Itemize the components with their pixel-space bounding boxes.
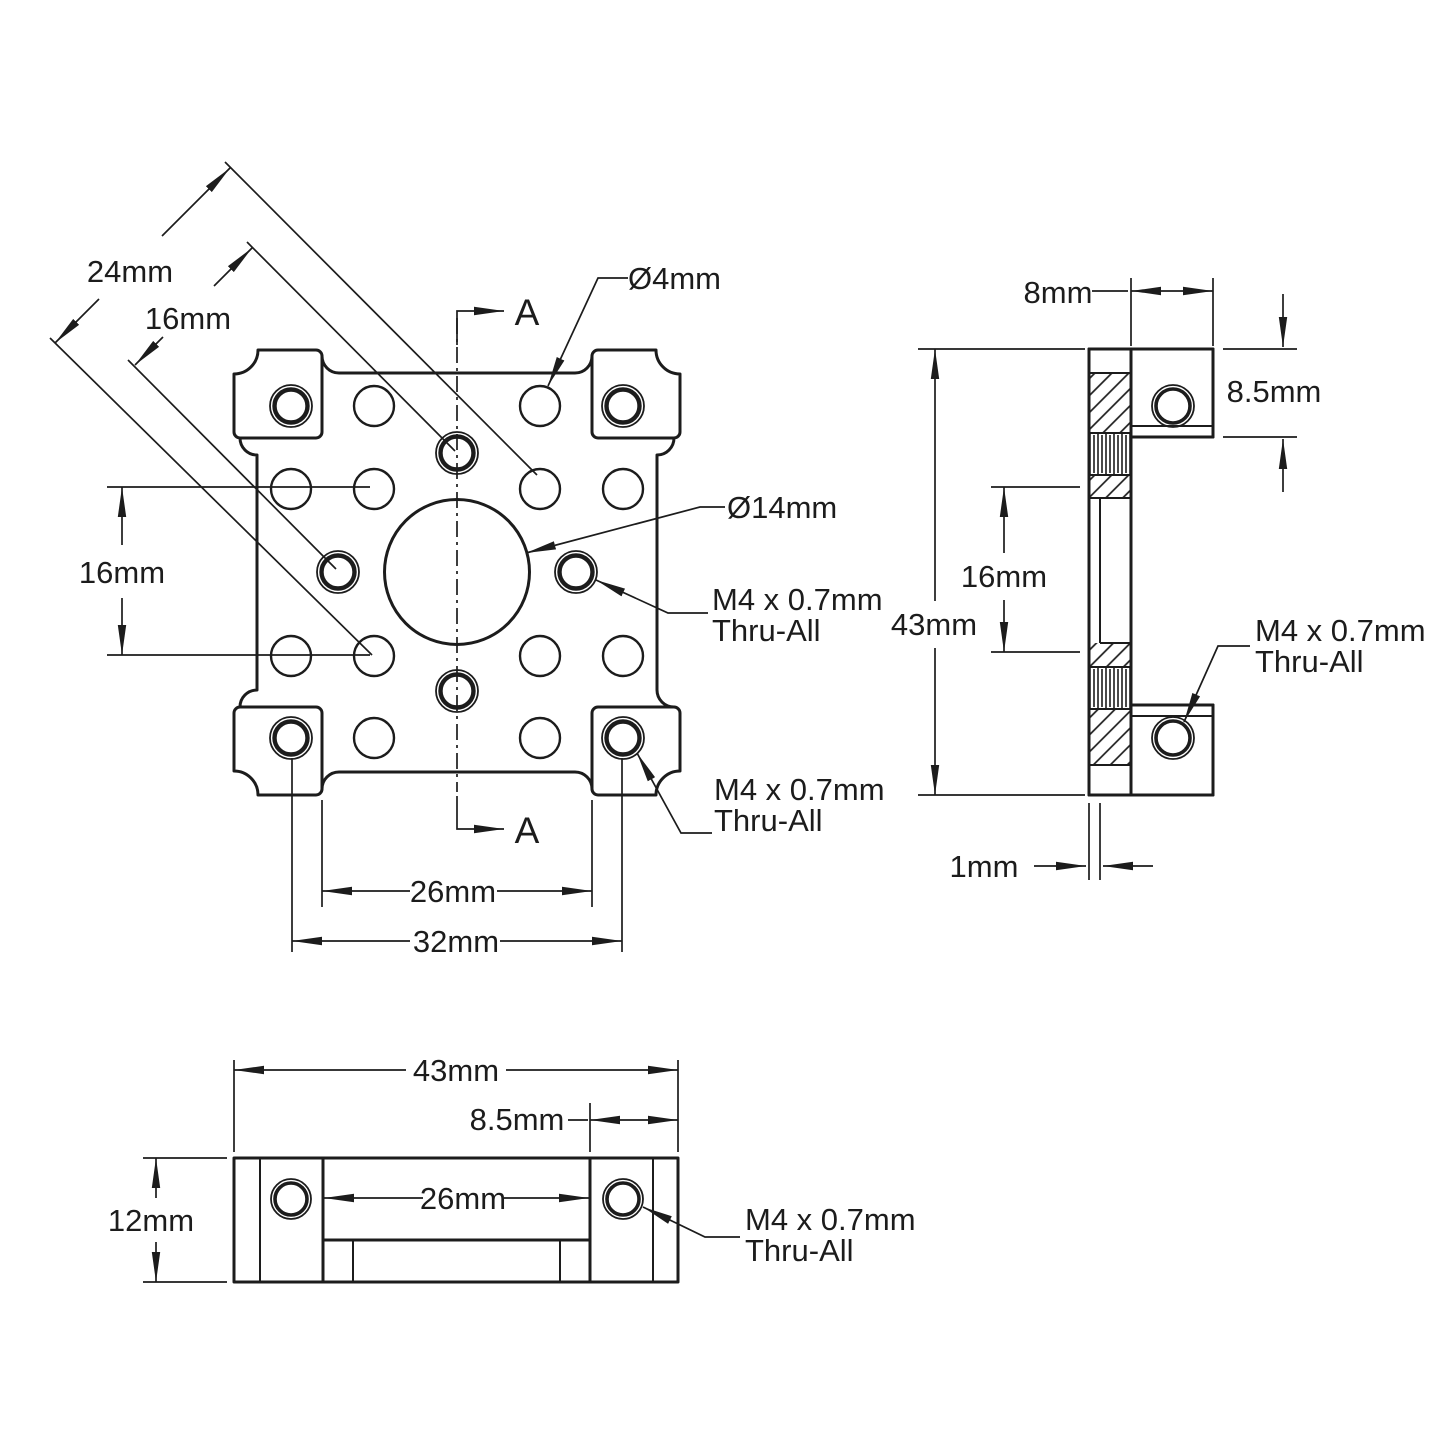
plate-outline xyxy=(232,348,682,797)
dim-label-26mm-bottom: 26mm xyxy=(420,1181,506,1216)
callout-thread-bottom-view: M4 x 0.7mm Thru-All xyxy=(642,1202,916,1268)
dim-diagonal-24: 24mm xyxy=(49,161,538,656)
dim-label-26mm: 26mm xyxy=(410,874,496,909)
corner-boss-edge-bl xyxy=(238,705,324,791)
dim-bottom-26: 26mm xyxy=(321,800,593,909)
section-label-top: A xyxy=(515,292,540,333)
dim-label-12mm: 12mm xyxy=(108,1203,194,1238)
side-view: 8mm 8.5mm 43mm 16mm xyxy=(891,275,1426,884)
dim-bottom-85: 8.5mm xyxy=(470,1102,678,1152)
hatch-bottom-lower xyxy=(1089,709,1131,765)
corner-boss-edge-br xyxy=(590,705,676,791)
dim-label-85mm-side: 8.5mm xyxy=(1227,374,1322,409)
bottom-view: 43mm 8.5mm 26mm 12mm M4 x 0.7mm Thru-All xyxy=(108,1053,916,1284)
section-marker-top: A xyxy=(456,292,540,345)
bottom-holes xyxy=(270,1178,644,1220)
corner-thread-holes xyxy=(269,384,645,760)
dim-label-16mm-side: 16mm xyxy=(961,559,1047,594)
dim-bottom-32: 32mm xyxy=(291,758,623,959)
callout-thread-mid-line1: M4 x 0.7mm xyxy=(712,582,883,617)
thread-zone-bottom xyxy=(1089,666,1131,710)
dim-side-8: 8mm xyxy=(1024,275,1214,346)
bottom-outline xyxy=(232,1156,680,1284)
dim-bottom-12: 12mm xyxy=(108,1157,227,1283)
callout-thread-mid-line2: Thru-All xyxy=(712,613,821,648)
dim-left-16: 16mm xyxy=(79,486,370,656)
dim-side-43: 43mm xyxy=(891,348,1085,796)
callout-side-line1: M4 x 0.7mm xyxy=(1255,613,1426,648)
hatch-bottom-upper xyxy=(1089,643,1131,667)
side-outline xyxy=(1087,347,1215,797)
dim-diagonal-16: 16mm xyxy=(127,241,456,570)
dim-label-16mm-left: 16mm xyxy=(79,555,165,590)
dim-label-8mm: 8mm xyxy=(1024,275,1093,310)
section-label-bottom: A xyxy=(515,810,540,851)
callout-thread-side-view: M4 x 0.7mm Thru-All xyxy=(1183,613,1426,723)
dim-label-24mm: 24mm xyxy=(87,254,173,289)
hatch-top-lower xyxy=(1089,475,1131,498)
corner-boss-edge-tl xyxy=(238,354,324,440)
thread-zone-top xyxy=(1089,432,1131,476)
callout-center-hole: Ø14mm xyxy=(525,490,837,554)
dim-label-1mm: 1mm xyxy=(950,849,1019,884)
dim-side-85: 8.5mm xyxy=(1223,294,1321,492)
dim-side-1: 1mm xyxy=(950,803,1153,884)
dim-label-16mm-diag: 16mm xyxy=(145,301,231,336)
callout-thread-corner-line1: M4 x 0.7mm xyxy=(714,772,885,807)
side-holes xyxy=(1151,384,1195,760)
callout-bottom-line1: M4 x 0.7mm xyxy=(745,1202,916,1237)
callout-small-hole: Ø4mm xyxy=(547,261,721,387)
dim-bottom-43: 43mm xyxy=(233,1053,679,1152)
callout-thread-corner-line2: Thru-All xyxy=(714,803,823,838)
small-holes xyxy=(269,384,645,760)
callout-label-o4: Ø4mm xyxy=(628,261,721,296)
dim-label-32mm: 32mm xyxy=(413,924,499,959)
hatch-top-upper xyxy=(1089,373,1131,433)
callout-bottom-line2: Thru-All xyxy=(745,1233,854,1268)
dim-label-43mm-side: 43mm xyxy=(891,607,977,642)
dim-label-43mm-bottom: 43mm xyxy=(413,1053,499,1088)
corner-boss-edge-tr xyxy=(590,354,676,440)
dim-label-85mm-bottom: 8.5mm xyxy=(470,1102,565,1137)
section-marker-bottom: A xyxy=(456,796,540,851)
front-view: A A 24mm 16mm 16mm xyxy=(49,161,885,959)
callout-thread-mid: M4 x 0.7mm Thru-All xyxy=(595,579,883,648)
dim-bottom-26: 26mm xyxy=(324,1181,589,1216)
dim-side-16: 16mm xyxy=(961,486,1080,653)
callout-side-line2: Thru-All xyxy=(1255,644,1364,679)
callout-thread-corner: M4 x 0.7mm Thru-All xyxy=(636,752,885,838)
callout-label-o14: Ø14mm xyxy=(727,490,837,525)
